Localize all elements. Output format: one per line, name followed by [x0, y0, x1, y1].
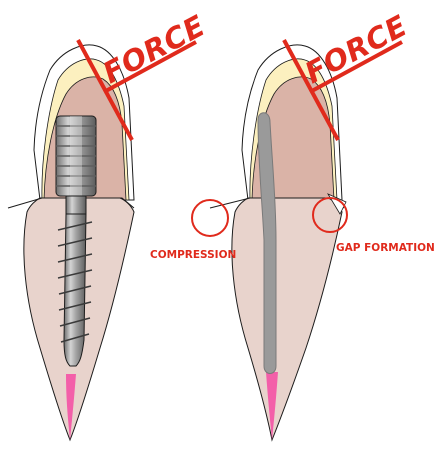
compression-label: COMPRESSION	[150, 249, 236, 261]
gap-formation-label: GAP FORMATION	[336, 242, 435, 254]
right-force-label: FORCE	[299, 8, 412, 90]
right-tooth	[210, 45, 346, 440]
left-force-label: FORCE	[97, 8, 210, 90]
right-root	[232, 198, 342, 440]
left-tooth	[8, 45, 134, 440]
left-post-collar	[66, 196, 86, 214]
compression-circle	[192, 200, 228, 236]
left-post-head	[56, 116, 96, 196]
